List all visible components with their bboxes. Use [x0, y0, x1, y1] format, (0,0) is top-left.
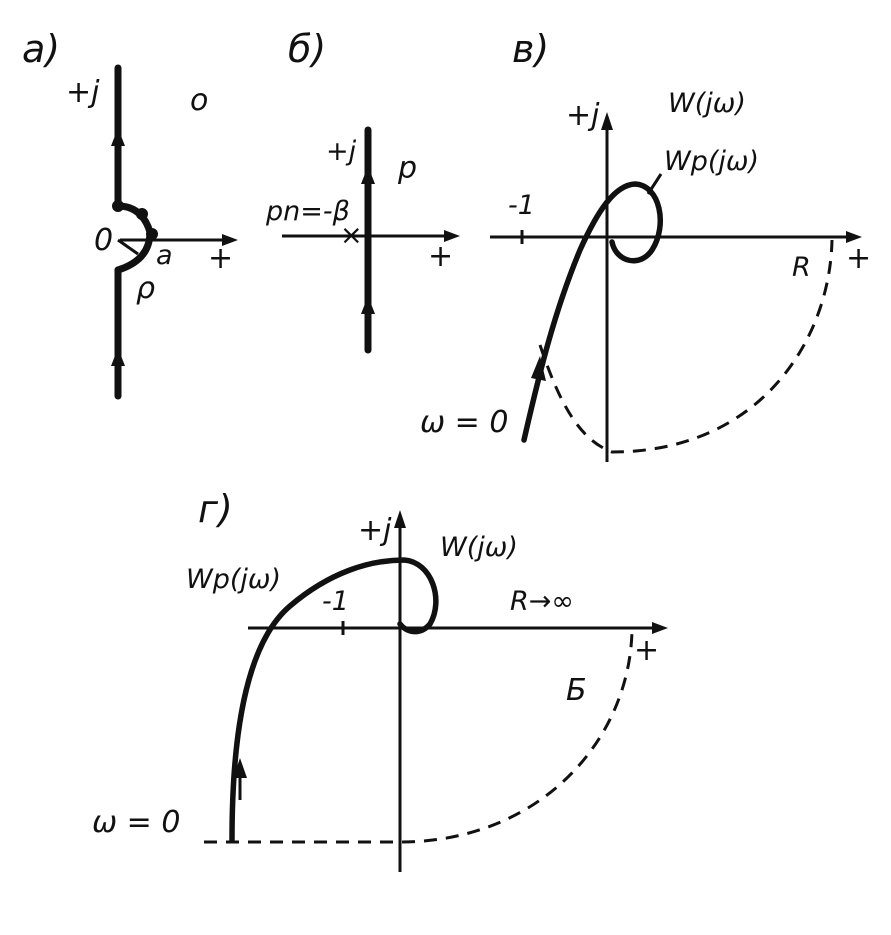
- panel-g-real-label: +: [634, 633, 659, 668]
- panel-g-curve-label-2: Wp(jω): [186, 564, 281, 595]
- panel-g-curve-label: W(jω): [440, 532, 518, 563]
- panel-a-arrow-up-2: [111, 348, 125, 366]
- panel-v-minus-one-label: -1: [508, 190, 535, 221]
- panel-v-imag-label: +j: [566, 98, 600, 133]
- panel-b-arrow-up-2: [361, 296, 375, 314]
- panel-a-origin-label: 0: [94, 223, 113, 258]
- panel-g-real-arrow: [652, 622, 668, 634]
- panel-g: г) +j + -1 W(jω) Wp(jω) R→∞ Б ω = 0: [92, 487, 668, 872]
- panel-v-curve-arrow: [531, 356, 546, 381]
- panel-g-minus-one-label: -1: [322, 586, 349, 617]
- panel-g-large-arc: [204, 629, 634, 844]
- panel-b-arrow-up-1: [361, 166, 375, 184]
- panel-a-plane-label: o: [190, 83, 208, 118]
- panel-b-plane-label: p: [397, 151, 417, 186]
- panel-a-real-arrow: [222, 234, 238, 246]
- panel-b-real-arrow: [444, 230, 460, 242]
- panel-g-curve-arrow: [233, 758, 247, 778]
- panel-a-point-label: a: [156, 240, 173, 271]
- panel-b-label: б): [288, 27, 326, 71]
- panel-a-dot-1: [112, 200, 124, 212]
- panel-v-curve-label-2: Wp(jω): [664, 146, 759, 177]
- panel-v-real-label: +: [846, 241, 871, 276]
- panel-g-label: г): [198, 487, 233, 531]
- panel-b: б) +j p + × pn=-β: [265, 27, 460, 354]
- panel-g-region-label: Б: [566, 673, 587, 708]
- panel-b-imag-label: +j: [326, 136, 357, 167]
- panel-v-imag-arrow: [601, 112, 613, 130]
- panel-g-imag-label: +j: [358, 513, 392, 548]
- panel-g-nyquist-curve: [229, 557, 439, 843]
- panel-v-label: в): [512, 27, 549, 71]
- panel-b-pole-mark: ×: [340, 220, 363, 251]
- panel-a: а) +j o + 0 a ρ: [22, 27, 238, 400]
- panel-v-omega-zero: ω = 0: [420, 405, 508, 440]
- panel-v-large-arc: [538, 239, 834, 454]
- panel-a-label: а): [22, 27, 60, 71]
- panel-g-radius-label: R→∞: [510, 586, 574, 617]
- panel-a-dot-3: [146, 228, 158, 240]
- panel-b-real-label: +: [428, 239, 453, 274]
- panel-a-imag-label: +j: [66, 75, 100, 110]
- panel-a-radius-label: ρ: [136, 271, 155, 306]
- panel-a-real-label: +: [208, 241, 233, 276]
- panel-v-nyquist-curve: [521, 181, 663, 443]
- panel-v-radius-label: R: [792, 252, 811, 283]
- panel-a-dot-2: [136, 208, 148, 220]
- panel-v-curve-label: W(jω): [668, 88, 746, 119]
- panel-v: в) +j + -1 W(jω) Wp(jω) R ω = 0: [420, 27, 871, 462]
- panel-g-imag-arrow: [394, 510, 406, 528]
- panel-v-real-arrow: [846, 231, 862, 243]
- panel-a-radius-line: [117, 238, 139, 256]
- panel-b-pole-label: pn=-β: [265, 196, 350, 227]
- panel-a-arrow-up-1: [111, 128, 125, 146]
- panel-g-omega-zero: ω = 0: [92, 805, 180, 840]
